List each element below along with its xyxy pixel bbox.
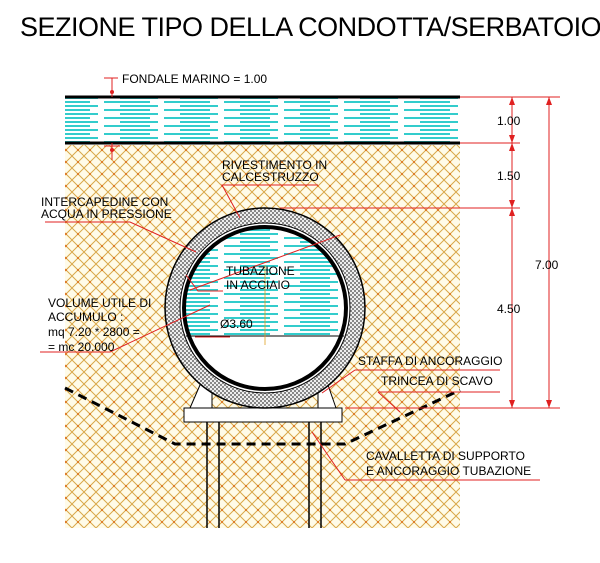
cavalletta-label-2: E ANCORAGGIO TUBAZIONE [366,464,532,478]
fondale-label: FONDALE MARINO = 1.00 [122,72,268,86]
dimension-total: 7.00 [535,258,559,272]
trincea-label: TRINCEA DI SCAVO [381,374,493,388]
intercapedine-label-2: ACQUA IN PRESSIONE [41,207,172,221]
dimension-3: 4.50 [497,302,521,316]
dimension-2: 1.50 [497,169,521,183]
support-trestle [183,384,343,528]
cavalletta-label-1: CAVALLETTA DI SUPPORTO [366,449,525,463]
tubazione-label-2: IN ACCIAIO [226,278,291,292]
staffa-label: STAFFA DI ANCORAGGIO [358,354,503,368]
sea-water [65,97,460,143]
intercapedine-label-1: INTERCAPEDINE CON [41,195,169,209]
volume-label-3: mq 7.20 * 2800 = [48,325,140,339]
rivestimento-label-1: RIVESTIMENTO IN [222,158,328,172]
drawing-title: SEZIONE TIPO DELLA CONDOTTA/SERBATOIO [20,12,600,42]
tubazione-label-1: TUBAZIONE [226,264,295,278]
volume-label-4: = mc 20.000 [48,340,115,354]
steel-pipe [182,225,348,391]
dimension-lines [460,96,560,408]
volume-label-1: VOLUME UTILE DI [48,296,152,310]
trench-line [64,386,461,446]
rivestimento-label-2: CALCESTRUZZO [222,170,319,184]
dimension-1: 1.00 [497,114,521,128]
diameter-label: Ø3.60 [220,317,253,331]
volume-label-2: ACCUMULO : [48,310,124,324]
